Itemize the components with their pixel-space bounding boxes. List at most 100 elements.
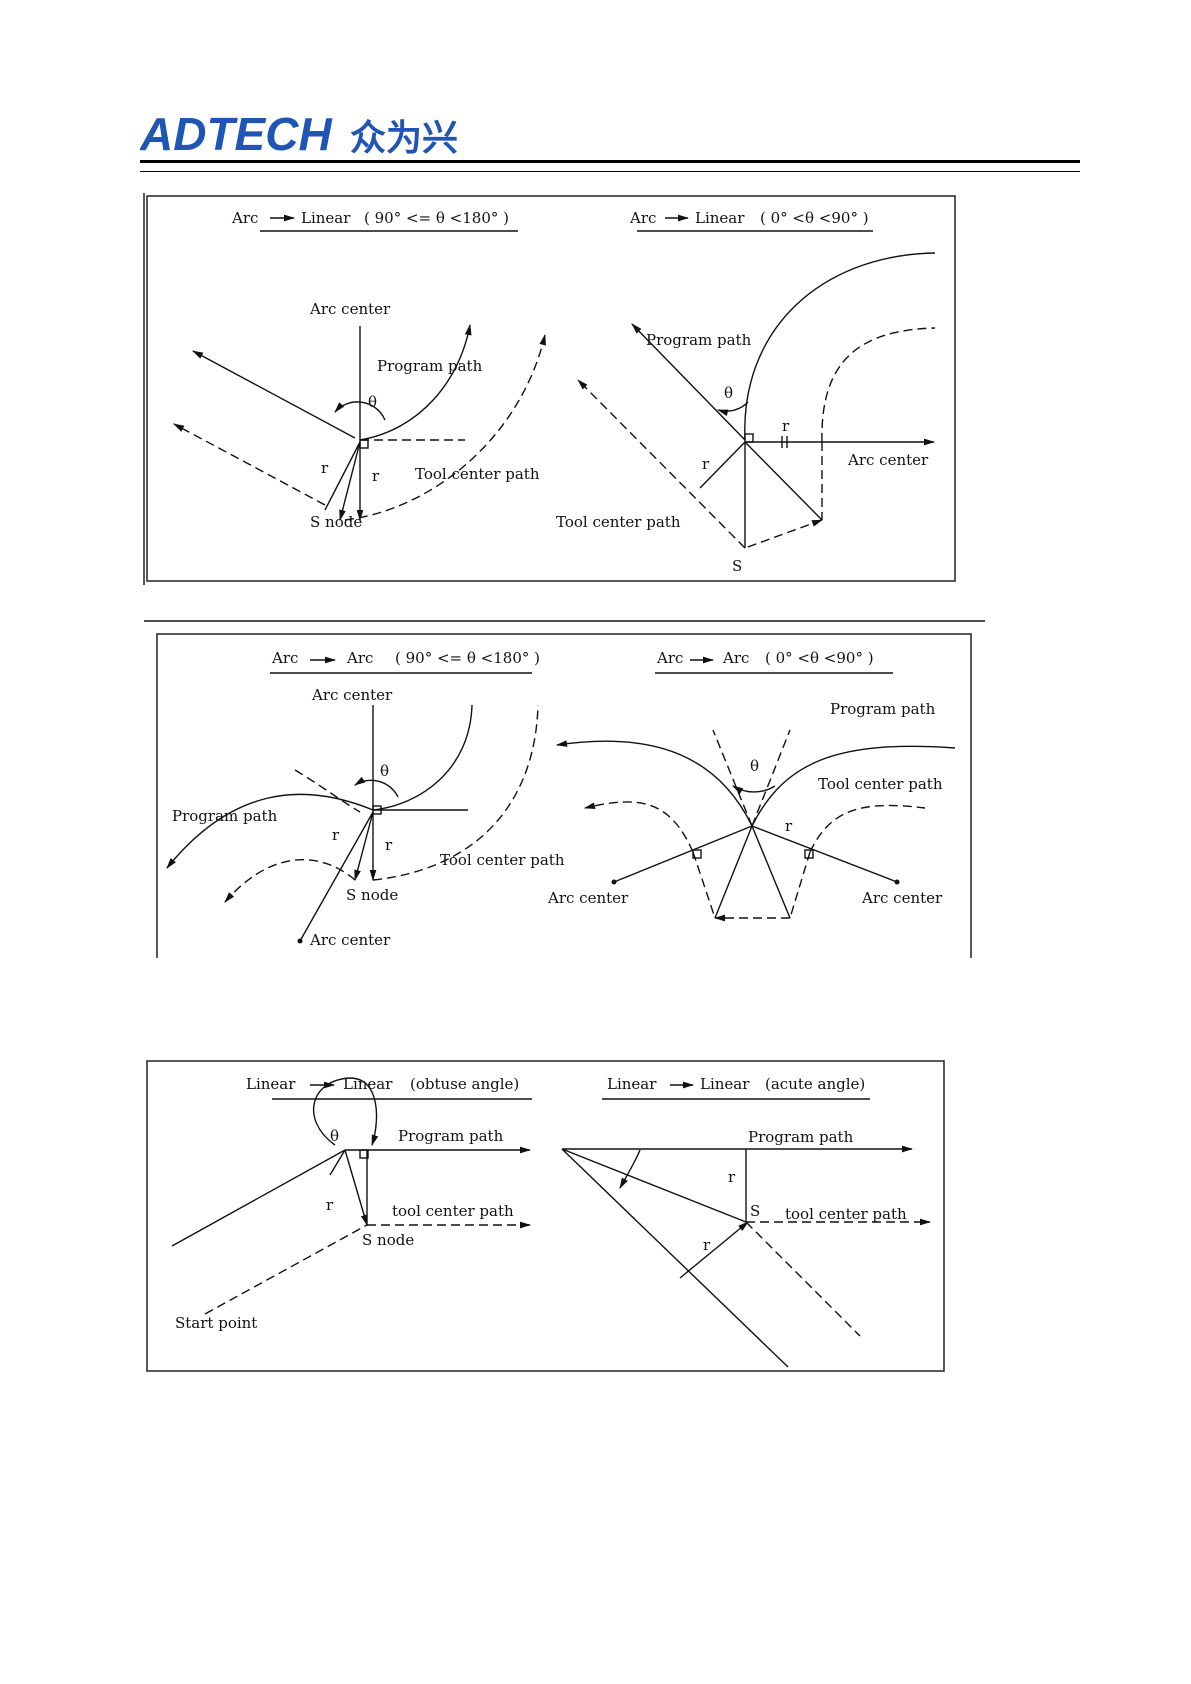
r-label-2: r <box>702 455 710 473</box>
arc-center-left-label: Arc center <box>547 889 629 907</box>
header-rule-thick <box>140 160 1080 163</box>
program-path-label: Program path <box>172 807 278 825</box>
tool-left-down <box>692 851 716 919</box>
figure-arc-linear: Arc Linear ( 90° <= θ <180° ) Arc center… <box>143 193 956 585</box>
corner-mark-right <box>804 849 814 859</box>
s-node-label: S node <box>362 1231 414 1249</box>
s-node-label: S node <box>310 513 362 531</box>
tool-center-path-label: Tool center path <box>440 851 565 869</box>
corner-mark <box>372 805 382 815</box>
title-range: (acute angle) <box>765 1075 865 1093</box>
tool-center-path-label: tool center path <box>392 1202 514 1220</box>
title-from: Arc <box>656 649 683 667</box>
title-to: Linear <box>695 209 745 227</box>
to-node-left <box>714 825 753 919</box>
title-from: Linear <box>607 1075 657 1093</box>
program-path-label: Program path <box>830 700 936 718</box>
r-label-2: r <box>703 1236 711 1254</box>
tool-center-arc-lower <box>224 859 356 903</box>
program-arc-left <box>555 740 753 827</box>
program-arc-upper <box>372 704 473 811</box>
r-label-2: r <box>372 467 380 485</box>
tool-center-path-label: tool center path <box>785 1205 907 1223</box>
arc-center-bottom-label: Arc center <box>309 931 391 949</box>
tool-center-linear <box>577 379 746 549</box>
tangent-left <box>712 729 753 827</box>
tool-center-connect <box>744 519 824 549</box>
arc-center-right-label: Arc center <box>861 889 943 907</box>
tool-center-path-label: Tool center path <box>818 775 943 793</box>
program-path-label: Program path <box>377 357 483 375</box>
program-linear-in <box>171 1149 346 1247</box>
r-label-1: r <box>321 459 329 477</box>
tool-center-in <box>745 1221 861 1337</box>
title-to: Linear <box>301 209 351 227</box>
title-to: Linear <box>700 1075 750 1093</box>
figure-arc-arc: Arc Arc ( 90° <= θ <180° ) Arc center θ … <box>156 633 972 958</box>
program-arc <box>744 252 936 441</box>
tool-center-arc-left <box>583 801 694 853</box>
theta-arc <box>312 1077 379 1147</box>
panel-arc-linear-obtuse: Arc Linear ( 90° <= θ <180° ) Arc center… <box>173 209 546 531</box>
tool-center-in <box>204 1224 368 1315</box>
theta-arc <box>334 401 386 421</box>
left-arc-center-point <box>611 879 617 885</box>
program-path-label: Program path <box>646 331 752 349</box>
tool-center-path-label: Tool center path <box>556 513 681 531</box>
title-to: Arc <box>722 649 749 667</box>
s-label: S <box>732 557 742 575</box>
start-point-label: Start point <box>175 1314 257 1332</box>
program-arc <box>359 323 472 441</box>
theta-label: θ <box>368 393 377 411</box>
corner-mark <box>359 439 369 449</box>
tool-center-arc <box>821 327 936 443</box>
r-vector-1 <box>339 441 361 522</box>
arc-center-top-label: Arc center <box>311 686 393 704</box>
tool-right-down <box>789 851 811 919</box>
panel-arc-arc-obtuse: Arc Arc ( 90° <= θ <180° ) Arc center θ … <box>166 649 565 949</box>
title-range: ( 0° <θ <90° ) <box>760 209 869 227</box>
title-from: Arc <box>629 209 656 227</box>
theta-arc <box>732 785 776 795</box>
right-arc-center-point <box>894 879 900 885</box>
corner-mark <box>744 433 754 443</box>
title-range: (obtuse angle) <box>410 1075 519 1093</box>
frame-1 <box>146 195 956 582</box>
title-range: ( 90° <= θ <180° ) <box>364 209 509 227</box>
tool-center-arc-upper <box>372 704 539 881</box>
s-node-label: S node <box>346 886 398 904</box>
panel-linear-linear-obtuse: Linear Linear (obtuse angle) θ Program p… <box>171 1075 532 1332</box>
logo-cn-text: 众为兴 <box>350 118 458 159</box>
r-vector-1 <box>344 1149 368 1227</box>
program-linear-in <box>561 1148 789 1368</box>
program-path-label: Program path <box>748 1128 854 1146</box>
r-vector-1 <box>354 811 374 882</box>
title-from: Arc <box>231 209 258 227</box>
tool-center-linear <box>173 423 326 506</box>
corner-mark-left <box>692 849 702 859</box>
theta-label: θ <box>724 384 733 402</box>
program-arc-right <box>751 745 956 827</box>
figure-linear-linear: Linear Linear (obtuse angle) θ Program p… <box>146 1060 945 1372</box>
panel-arc-linear-acute: Arc Linear ( 0° <θ <90° ) Program path θ… <box>556 209 936 575</box>
r-vector <box>699 441 746 489</box>
extension-dash <box>294 769 361 813</box>
to-right-center <box>751 825 898 883</box>
lower-arc-center-point <box>297 938 303 944</box>
arc-center-label: Arc center <box>309 300 391 318</box>
program-linear <box>192 350 356 439</box>
arc-center-label: Arc center <box>847 451 929 469</box>
title-range: ( 0° <θ <90° ) <box>765 649 874 667</box>
title-to: Arc <box>346 649 373 667</box>
s-label: S <box>750 1202 760 1220</box>
r-normal <box>679 1221 749 1279</box>
r-label-1: r <box>728 1168 736 1186</box>
logo-text: ADTECH <box>140 108 332 160</box>
theta-arc <box>354 776 399 798</box>
bisector <box>561 1148 747 1223</box>
r-label: r <box>326 1196 334 1214</box>
theta-arc <box>619 1149 641 1189</box>
frame-2 <box>156 633 972 958</box>
theta-label: θ <box>330 1127 339 1145</box>
